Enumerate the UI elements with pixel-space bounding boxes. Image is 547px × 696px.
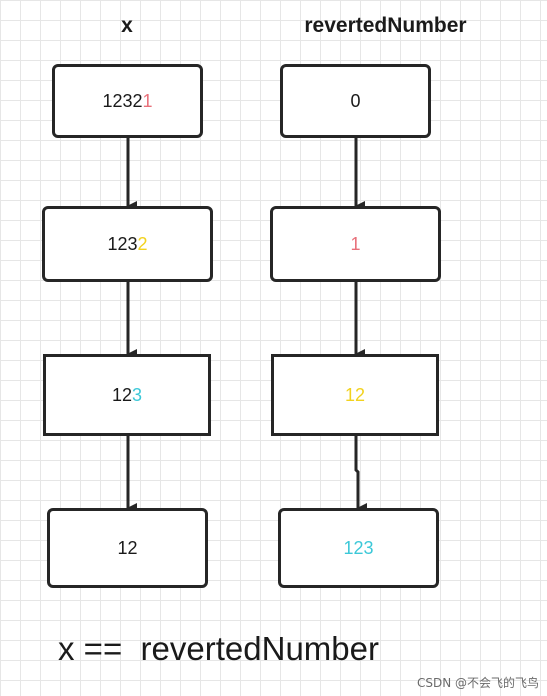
arrow-rev-3 xyxy=(354,436,367,513)
reverted-box-1: 0 xyxy=(280,64,431,138)
x-value-3-prefix: 12 xyxy=(111,384,132,405)
reverted-value-1-prefix: 0 xyxy=(350,90,361,111)
reverted-box-3: 12 xyxy=(271,354,439,436)
x-value-2-digit: 2 xyxy=(137,233,148,254)
column-title-reverted-number: revertedNumber xyxy=(304,14,467,37)
watermark-text: CSDN @不会飞的飞鸟 xyxy=(416,676,539,690)
x-value-3-digit: 3 xyxy=(132,384,143,405)
x-value-1-prefix: 1232 xyxy=(102,90,143,111)
reverted-box-4: 123 xyxy=(278,508,439,588)
column-title-x: x xyxy=(121,14,133,37)
equation-text: x == revertedNumber xyxy=(58,630,379,667)
reverted-value-2-digit: 1 xyxy=(350,233,361,254)
x-box-4: 12 xyxy=(47,508,208,588)
x-value-2-prefix: 123 xyxy=(107,233,138,254)
x-value-4-prefix: 12 xyxy=(117,537,138,558)
reverted-box-2: 1 xyxy=(270,206,441,282)
reverted-value-3-digit: 12 xyxy=(344,384,366,405)
x-value-1-digit: 1 xyxy=(142,90,153,111)
reverted-value-4-digit: 123 xyxy=(343,537,374,558)
